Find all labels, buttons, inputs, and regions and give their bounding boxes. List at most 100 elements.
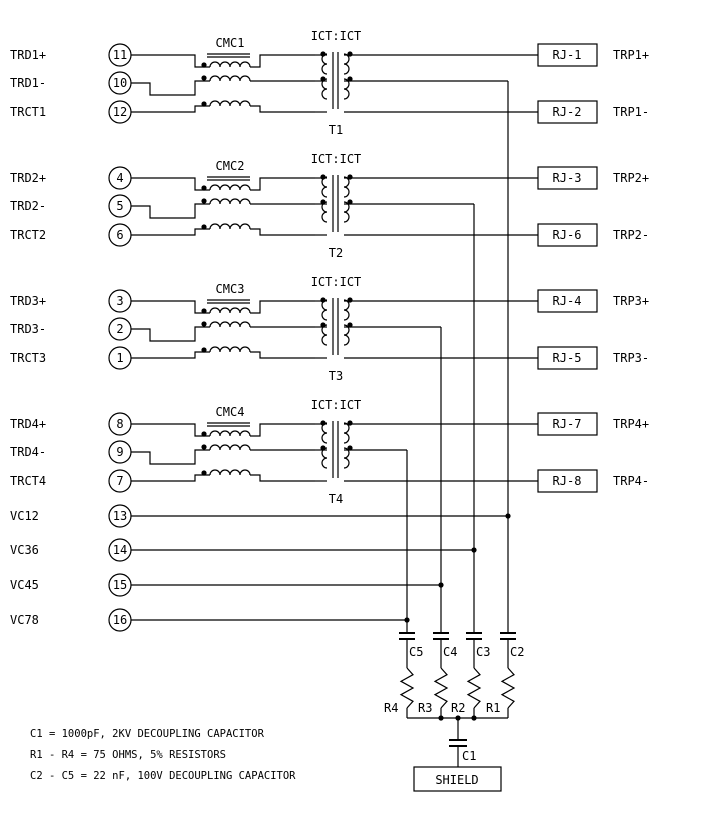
wire-plus-out: [250, 177, 315, 191]
cmc-coil-mid: [209, 321, 251, 328]
primary-coil-lower: [321, 324, 328, 346]
capacitor-label: C4: [443, 645, 457, 659]
output-label-minus: TRP3-: [613, 351, 649, 365]
rj-box-plus: [537, 412, 598, 436]
wire-plus-out: [250, 300, 315, 314]
resistor-label: R1: [486, 701, 500, 715]
rj-label: RJ-4: [553, 294, 582, 308]
secondary-coil-upper: [343, 53, 350, 75]
resistor-label: R4: [384, 701, 398, 715]
pin-number: 12: [113, 105, 127, 119]
output-label-minus: TRP2-: [613, 228, 649, 242]
rj-box-minus: [537, 469, 598, 493]
rj-box-minus: [537, 223, 598, 247]
junction-dot: [320, 76, 326, 82]
secondary-coil-lower: [343, 78, 350, 100]
vc-label: VC45: [10, 578, 39, 592]
pin-number: 11: [113, 48, 127, 62]
pin-number: 5: [116, 199, 123, 213]
junction-dot: [320, 174, 326, 180]
junction-dot: [320, 297, 326, 303]
pin-number: 8: [116, 417, 123, 431]
channel-label-minus: TRD4-: [10, 445, 46, 459]
primary-coil-upper: [321, 299, 328, 321]
pin-number: 15: [113, 578, 127, 592]
cmc-label: CMC2: [216, 159, 245, 173]
wire-plus-in: [131, 177, 210, 191]
junction-dot: [320, 199, 326, 205]
junction-dot: [505, 513, 511, 519]
secondary-coil-upper: [343, 299, 350, 321]
wire-minus-in: [131, 449, 210, 465]
pin-number: 6: [116, 228, 123, 242]
channel-label-plus: TRD4+: [10, 417, 46, 431]
wire-minus-in: [131, 203, 210, 219]
cmc-coil-top: [209, 61, 251, 68]
c1-label: C1: [462, 749, 476, 763]
cmc-coil-bottom: [209, 346, 251, 353]
channel-label-plus: TRD3+: [10, 294, 46, 308]
junction-dot: [347, 199, 353, 205]
resistor: [433, 667, 449, 709]
rj-label: RJ-8: [553, 474, 582, 488]
note-line: C1 = 1000pF, 2KV DECOUPLING CAPACITOR: [30, 728, 265, 740]
resistor-label: R3: [418, 701, 432, 715]
junction-dot: [201, 444, 207, 450]
rj-box-minus: [537, 346, 598, 370]
pin-number: 9: [116, 445, 123, 459]
junction-dot: [471, 715, 477, 721]
junction-dot: [347, 445, 353, 451]
channel-label-minus: TRD3-: [10, 322, 46, 336]
secondary-coil-upper: [343, 422, 350, 444]
cmc-coil-bottom: [209, 223, 251, 230]
cmc-label: CMC3: [216, 282, 245, 296]
resistor: [500, 667, 516, 709]
note-line: C2 - C5 = 22 nF, 100V DECOUPLING CAPACIT…: [30, 770, 296, 782]
resistor: [466, 667, 482, 709]
junction-dot: [471, 547, 477, 553]
junction-dot: [201, 431, 207, 437]
rj-label: RJ-1: [553, 48, 582, 62]
wire-plus-out: [250, 54, 315, 68]
wire-ct-in: [131, 474, 210, 482]
junction-dot: [347, 420, 353, 426]
transformer-label: T2: [329, 246, 343, 260]
junction-dot: [320, 322, 326, 328]
junction-dot: [347, 51, 353, 57]
junction-dot: [347, 174, 353, 180]
wire-plus-out: [250, 423, 315, 437]
wire-plus-in: [131, 54, 210, 68]
junction-dot: [201, 308, 207, 314]
capacitor-label: C5: [409, 645, 423, 659]
channel-label-ct: TRCT3: [10, 351, 46, 365]
primary-coil-upper: [321, 53, 328, 75]
primary-coil-lower: [321, 201, 328, 223]
wire-ct-out: [250, 105, 315, 113]
channel-label-minus: TRD2-: [10, 199, 46, 213]
vc-label: VC12: [10, 509, 39, 523]
rj-box-plus: [537, 289, 598, 313]
resistor: [399, 667, 415, 709]
rj-box-plus: [537, 166, 598, 190]
junction-dot: [320, 420, 326, 426]
capacitor-label: C3: [476, 645, 490, 659]
cmc-coil-top: [209, 307, 251, 314]
pin-number: 2: [116, 322, 123, 336]
wire-ct-out: [250, 228, 315, 236]
channel-label-ct: TRCT4: [10, 474, 46, 488]
cmc-coil-top: [209, 430, 251, 437]
junction-dot: [404, 617, 410, 623]
output-label-minus: TRP4-: [613, 474, 649, 488]
cmc-coil-mid: [209, 75, 251, 82]
ict-label: ICT:ICT: [311, 152, 362, 166]
wire-ct-in: [131, 105, 210, 113]
cmc-coil-bottom: [209, 469, 251, 476]
channel-label-plus: TRD2+: [10, 171, 46, 185]
wire-ct-in: [131, 228, 210, 236]
junction-dot: [201, 321, 207, 327]
pin-number: 7: [116, 474, 123, 488]
cmc-coil-bottom: [209, 100, 251, 107]
junction-dot: [438, 715, 444, 721]
secondary-coil-lower: [343, 201, 350, 223]
ict-label: ICT:ICT: [311, 275, 362, 289]
